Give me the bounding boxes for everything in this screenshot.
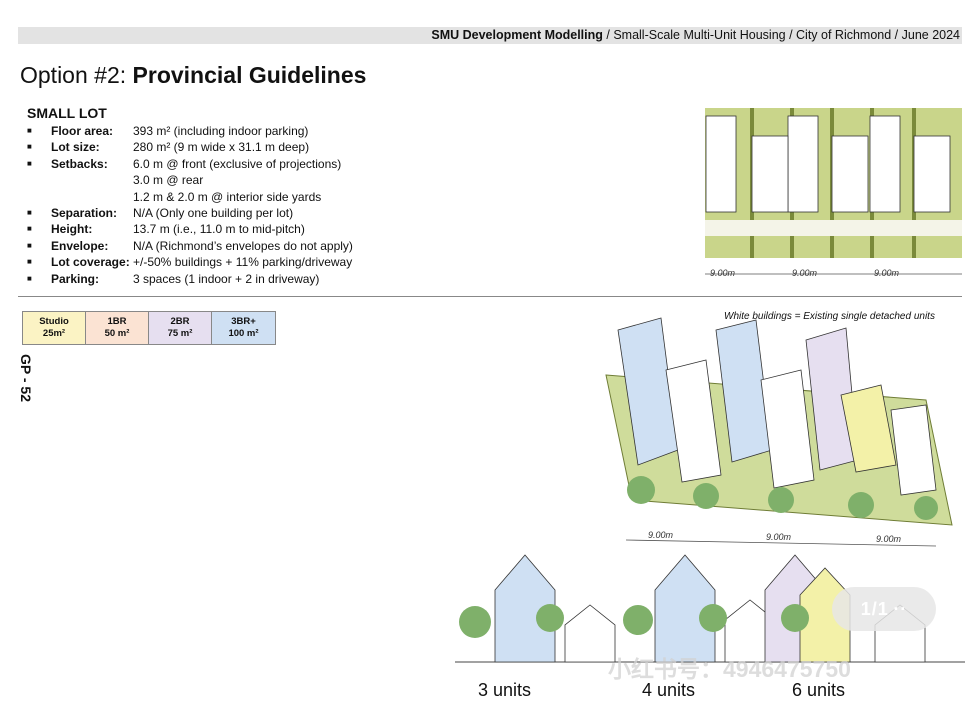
spec-value: N/A (Only one building per lot) [133, 206, 294, 221]
legend-name: 2BR [170, 316, 190, 327]
spec-value: 13.7 m (i.e., 11.0 m to mid-pitch) [133, 222, 305, 237]
plan-dim-label: 9.00m [874, 268, 900, 278]
section-divider [18, 296, 962, 297]
title-prefix: Option #2: [20, 62, 133, 88]
elev-tree [536, 604, 564, 632]
spec-value: +/-50% buildings + 11% parking/driveway [133, 255, 353, 270]
street-elevation-drawing [455, 554, 965, 663]
spec-value: 3 spaces (1 indoor + 2 in driveway) [133, 271, 320, 286]
spec-continuation: 3.0 m @ rear [133, 173, 204, 188]
axo-tree [768, 487, 794, 513]
legend-name: 1BR [107, 316, 127, 327]
axo-tree [914, 496, 938, 520]
plan-dim-label: 9.00m [792, 268, 818, 278]
spec-value: 280 m² (9 m wide x 31.1 m deep) [133, 140, 310, 155]
bullet-icon: ■ [27, 224, 32, 234]
spec-label: Lot coverage: [51, 255, 130, 270]
plan-building [869, 115, 901, 213]
elev-tree [459, 606, 491, 638]
axo-dim-label: 9.00m [648, 530, 674, 540]
elev-tree [781, 604, 809, 632]
elev-house-white [564, 604, 616, 663]
axo-building-white [890, 404, 937, 496]
plan-building [787, 115, 819, 213]
watermark-text: 小红书号：4946475750 [608, 656, 851, 682]
bullet-icon: ■ [27, 126, 32, 135]
spec-value: 393 m² (including indoor parking) [133, 124, 309, 138]
legend-size: 75 m² [167, 328, 193, 339]
axo-tree [627, 476, 655, 504]
header-bold: SMU Development Modelling [431, 28, 603, 42]
legend-size: 25m² [42, 328, 66, 339]
spec-label: Height: [51, 222, 93, 237]
plan-dim-label: 9.00m [710, 268, 736, 278]
page-title: Option #2: Provincial Guidelines [20, 62, 366, 89]
bullet-icon: ■ [27, 142, 32, 152]
spec-row: ■ Lot coverage:+/-50% buildings + 11% par… [27, 254, 353, 270]
image-counter-button[interactable]: 1/1 ·· [832, 587, 936, 631]
axo-tree [693, 483, 719, 509]
header-text: SMU Development Modelling / Small-Scale … [431, 28, 960, 42]
spec-value: N/A (Richmond’s envelopes do not apply) [133, 238, 353, 253]
bullet-icon: ■ [27, 240, 32, 250]
axonometric-drawing: 9.00m 9.00m 9.00m [605, 317, 953, 547]
elev-tree [699, 604, 727, 632]
plan-building [705, 115, 737, 213]
plan-building [831, 135, 869, 213]
spec-value: 6.0 m @ front (exclusive of projections) [133, 156, 342, 171]
axo-building-white [760, 369, 815, 489]
unit-label: 6 units [792, 680, 846, 700]
elev-house-blue [494, 554, 556, 663]
axo-building-white [665, 359, 722, 483]
plan-building [751, 135, 789, 213]
elev-tree [623, 605, 653, 635]
spec-row: ■ Envelope: N/A (Richmond’s envelopes do n… [27, 238, 353, 254]
bullet-icon: ■ [27, 158, 32, 168]
legend-name: Studio [39, 316, 69, 327]
spec-row: ■ Lot size: 280 m² (9 m wide x 31.1 m deep… [27, 139, 353, 155]
spec-label: Parking: [51, 271, 100, 286]
axo-dim-line [625, 539, 937, 547]
spec-label: Lot size: [51, 140, 100, 155]
axo-dim-label: 9.00m [766, 532, 792, 542]
spec-label: Setbacks: [51, 156, 108, 171]
legend-size: 50 m² [104, 328, 130, 339]
elev-house-blue [654, 554, 716, 663]
section-heading: SMALL LOT [27, 105, 107, 121]
header-rest: / Small-Scale Multi-Unit Housing / City … [602, 28, 960, 42]
spec-list: ■ Floor area: 393 m² (including indoor par… [27, 123, 353, 287]
unit-label: 4 units [642, 680, 696, 700]
axo-tree [848, 492, 874, 518]
spec-row: ■ Height: 13.7 m (i.e., 11.0 m to mid-pitc… [27, 221, 353, 237]
bullet-icon: ■ [27, 273, 32, 283]
header-bar [18, 27, 962, 44]
legend-cell-3br: 3BR+100 m² [212, 312, 275, 344]
spec-row: ■ Separation: N/A (Only one building per l… [27, 205, 353, 221]
legend-name: 3BR+ [231, 316, 256, 327]
axo-building-yellow [840, 384, 897, 473]
spec-label: Floor area: [51, 124, 114, 138]
plan-building [913, 135, 951, 213]
spec-label: Separation: [51, 206, 118, 221]
site-plan-drawing: 9.00m 9.00m 9.00m [705, 108, 962, 278]
axo-dim-label: 9.00m [876, 534, 902, 544]
unit-label: 3 units [478, 680, 532, 700]
plan-driveway [705, 220, 962, 236]
spec-label: Envelope: [51, 238, 109, 253]
bullet-icon: ■ [27, 257, 32, 267]
bullet-icon: ■ [27, 208, 32, 218]
page-code-label: GP - 52 [18, 354, 34, 402]
spec-continuation: 1.2 m & 2.0 m @ interior side yards [133, 189, 322, 204]
spec-row: ■ Setbacks: 6.0 m @ front (exclusive of pr… [27, 156, 353, 172]
axo-note: White buildings = Existing single detach… [724, 311, 935, 322]
title-bold: Provincial Guidelines [132, 62, 367, 88]
spec-row: ■ Floor area: 393 m² (including indoor par… [27, 123, 353, 139]
legend-size: 100 m² [228, 328, 259, 339]
spec-row: ■ Parking: 3 spaces (1 indoor + 2 in drive… [27, 271, 353, 287]
